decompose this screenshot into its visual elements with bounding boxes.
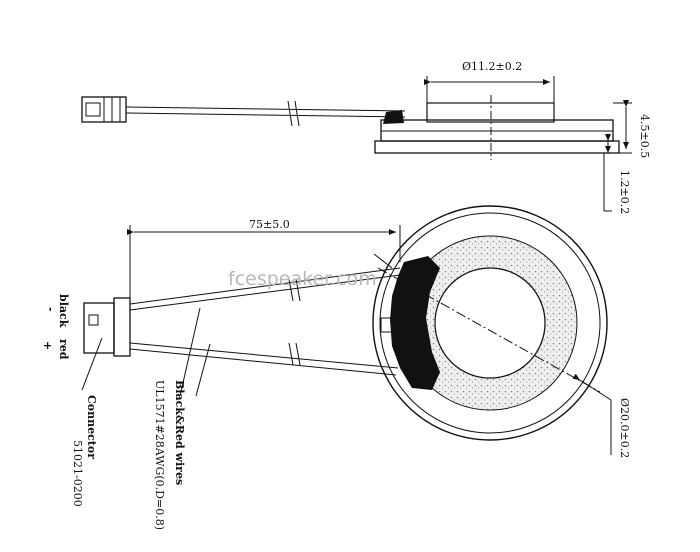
side-wire [125, 100, 406, 127]
solder-terminal [390, 256, 440, 390]
wire-length-dimension: 75±5.0 [127, 218, 401, 298]
top-view: Ø20.0±0.2 75±5.0 - + blac [41, 205, 631, 530]
side-height-label: 4.5±0.5 [638, 114, 651, 158]
side-connector [81, 96, 127, 123]
wires-spec: UL1571#28AWG(0.D=0.8) [153, 380, 166, 530]
center-dome [434, 267, 546, 379]
polarity-minus: - [44, 307, 57, 312]
connector-label: Connector [85, 395, 98, 459]
inner-rim [379, 212, 601, 434]
top-diameter-label: Ø20.0±0.2 [618, 398, 631, 458]
side-diameter-dimension: Ø11.2±0.2 [424, 60, 555, 103]
side-height-dimension: 4.5±0.5 1.2±0.2 [603, 100, 651, 214]
polarity-plus: + [41, 341, 54, 350]
top-wires [129, 267, 401, 376]
wire-label-red: red [57, 339, 70, 360]
outer-rim [372, 205, 608, 441]
wire-label-black: black [57, 294, 70, 328]
side-view: Ø11.2±0.2 4.5±0.5 1.2±0.2 [81, 60, 651, 214]
side-flange-label: 1.2±0.2 [618, 170, 631, 214]
watermark: fcespeaker.com [228, 268, 377, 290]
side-speaker-body [374, 95, 620, 160]
connector-part: 51021-0200 [71, 440, 84, 507]
top-connector [83, 297, 131, 357]
side-diameter-label: Ø11.2±0.2 [462, 60, 522, 73]
wire-length-label: 75±5.0 [249, 218, 290, 231]
wires-label: Black&Red wires [173, 380, 186, 485]
top-diameter-dimension: Ø20.0±0.2 [572, 373, 631, 458]
